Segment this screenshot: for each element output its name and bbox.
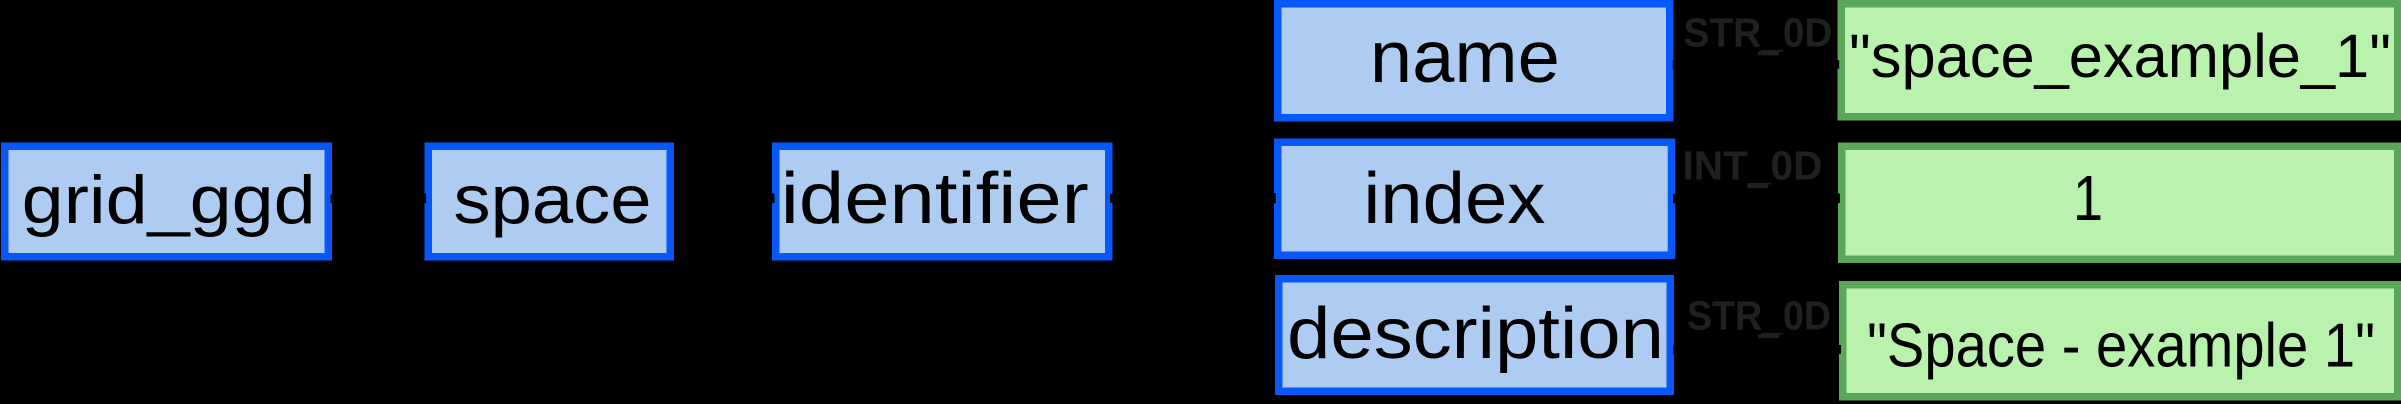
svg-text:identifier: identifier bbox=[781, 159, 1089, 239]
svg-text:name: name bbox=[1370, 17, 1560, 98]
svg-text:space: space bbox=[454, 161, 652, 238]
svg-text:grid_ggd: grid_ggd bbox=[22, 162, 316, 238]
svg-text:INT_0D: INT_0D bbox=[1683, 142, 1823, 188]
svg-text:STR_0D: STR_0D bbox=[1684, 10, 1833, 56]
svg-text:1: 1 bbox=[2073, 162, 2103, 234]
svg-text:"Space - example 1": "Space - example 1" bbox=[1867, 311, 2375, 380]
svg-text:STR_0D: STR_0D bbox=[1687, 292, 1831, 338]
svg-text:"space_example_1": "space_example_1" bbox=[1849, 22, 2391, 90]
svg-text:index: index bbox=[1363, 159, 1545, 239]
svg-text:description: description bbox=[1287, 294, 1664, 374]
